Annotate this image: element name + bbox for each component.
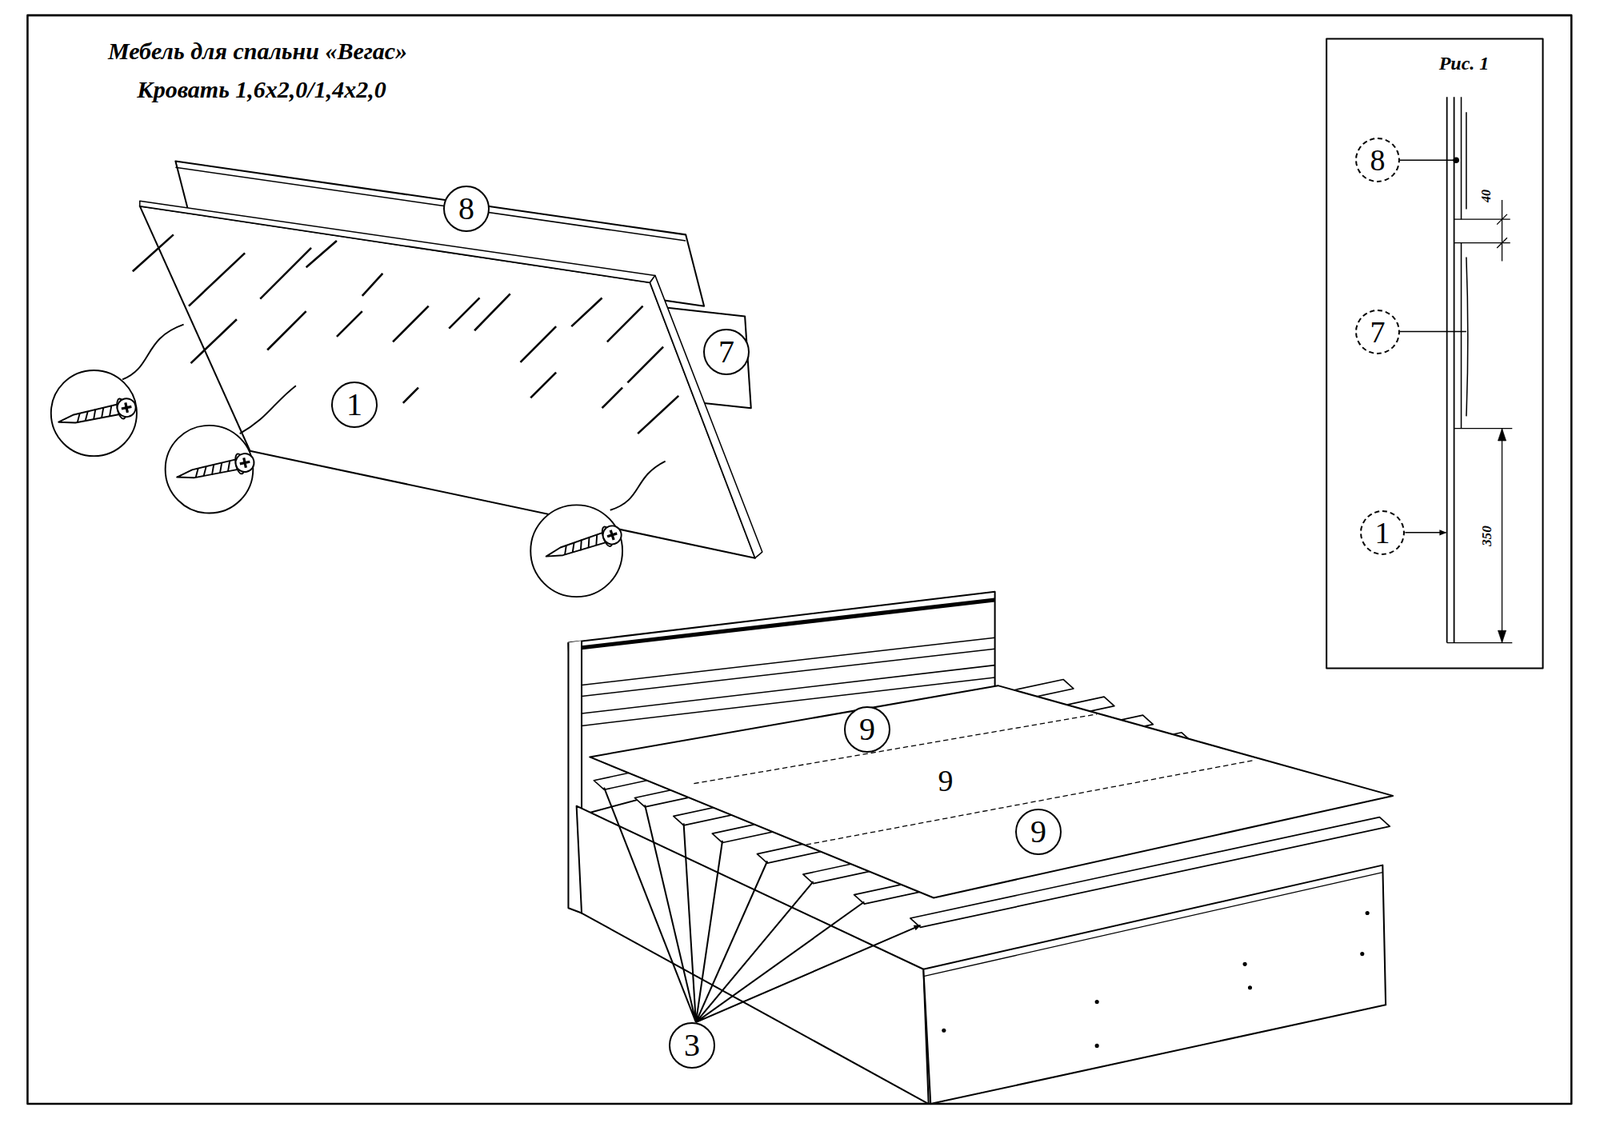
screw xyxy=(543,522,624,567)
callout-leader xyxy=(240,385,296,434)
callout-circle: 1 xyxy=(1360,510,1405,556)
callout-number: 1 xyxy=(346,388,363,421)
fixing-dots xyxy=(941,911,1369,1048)
glass-hatching xyxy=(132,234,679,434)
callout-number: 9 xyxy=(859,713,876,746)
page-border xyxy=(27,15,1572,1104)
fixing-dot xyxy=(1360,952,1364,956)
callout-circle: 3 xyxy=(668,1022,716,1069)
section-panel-8 xyxy=(1461,96,1467,220)
callout-leader xyxy=(610,461,666,511)
fixing-dot xyxy=(941,1028,946,1033)
leader-dot xyxy=(1453,157,1459,163)
title: Мебель для спальни «Вегас» xyxy=(108,39,408,64)
figure-label: Рис. 1 xyxy=(1439,53,1490,73)
leader-line xyxy=(1399,331,1467,333)
leader-line xyxy=(1399,159,1455,161)
callout-number: 8 xyxy=(458,192,475,225)
panel-1 xyxy=(140,206,756,559)
callout-circle: 9 xyxy=(1015,808,1062,856)
drawing xyxy=(27,15,1572,1104)
fixing-dot xyxy=(1095,1044,1100,1048)
callout-circle: 9 xyxy=(844,706,891,753)
callout-number: 7 xyxy=(1370,316,1386,348)
headboard-top xyxy=(571,600,995,649)
fixing-dot xyxy=(1248,985,1252,990)
callout-number: 9 xyxy=(1030,816,1047,848)
callout-circle: 7 xyxy=(1355,309,1400,355)
subtitle: Кровать 1,6х2,0/1,4х2,0 xyxy=(136,77,386,102)
section-panel-7 xyxy=(1461,243,1468,429)
part-number: 9 xyxy=(938,765,954,796)
board-joint xyxy=(693,714,1256,845)
leader-arrow xyxy=(604,788,920,1023)
fixing-dot xyxy=(1095,1000,1100,1004)
foot-panel-edge xyxy=(923,872,1383,977)
callout-number: 3 xyxy=(684,1029,700,1062)
leader-arrow xyxy=(1404,532,1446,534)
dimension-value: 350 xyxy=(1480,525,1494,547)
fixing-dot xyxy=(1365,911,1370,916)
panel-1-top-edge xyxy=(140,200,656,283)
callout-circle: 1 xyxy=(331,381,378,428)
dimension-arrows xyxy=(1497,428,1506,644)
fixing-dot xyxy=(1243,962,1248,967)
dimension-350 xyxy=(1447,428,1513,644)
dimension-40 xyxy=(1454,200,1511,262)
screw xyxy=(175,451,256,488)
figure-frame xyxy=(1326,38,1543,668)
callout-circle: 7 xyxy=(703,328,750,376)
callout-leader xyxy=(122,324,184,380)
section-board xyxy=(1447,96,1455,643)
dimension-value: 40 xyxy=(1480,189,1493,203)
bed-board xyxy=(589,685,1393,898)
callout-circle: 8 xyxy=(1355,137,1400,183)
callout-number: 8 xyxy=(1370,144,1386,176)
callout-number: 7 xyxy=(718,336,735,368)
callout-number: 1 xyxy=(1375,517,1391,548)
panel-1-side-edge xyxy=(649,275,762,558)
screw xyxy=(56,396,138,432)
callout-circle: 8 xyxy=(443,185,490,232)
